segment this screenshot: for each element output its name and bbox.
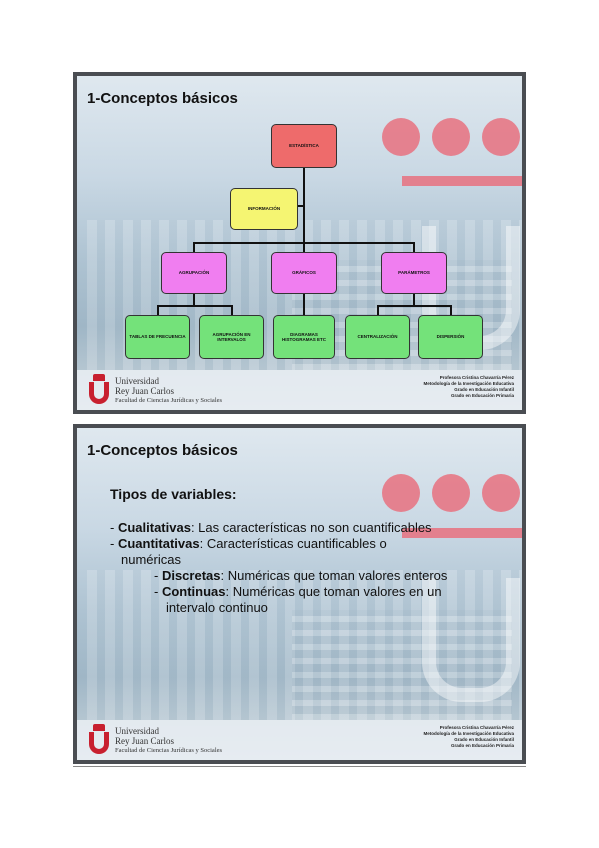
slide-footer: Universidad Rey Juan Carlos Facultad de … <box>77 720 522 760</box>
list-item: - Discretas: Numéricas que toman valores… <box>154 568 448 583</box>
urjc-dot-decoration <box>382 474 420 512</box>
urjc-bar-decoration <box>402 528 522 538</box>
urjc-dot-decoration <box>482 118 520 156</box>
connector-line <box>297 205 304 207</box>
connector-line <box>413 242 415 256</box>
slide-2: 1-Conceptos básicos Tipos de variables: … <box>73 424 526 764</box>
urjc-dot-decoration <box>432 118 470 156</box>
node-centralizacion: CENTRALIZACIÓN <box>345 315 410 359</box>
urjc-logo-icon <box>89 374 109 404</box>
node-estadistica: ESTADÍSTICA <box>271 124 337 168</box>
connector-line <box>157 305 232 307</box>
campus-building <box>292 610 512 720</box>
list-item: - Cuantitativas: Características cuantif… <box>110 536 387 551</box>
connector-line <box>303 162 305 242</box>
connector-line <box>413 292 415 306</box>
list-item: - Cualitativas: Las características no s… <box>110 520 432 535</box>
node-diagramas: DIAGRAMAS HISTOGRAMAS ETC <box>273 315 335 359</box>
urjc-dot-decoration <box>382 118 420 156</box>
node-graficos: GRÁFICOS <box>271 252 337 294</box>
connector-line <box>193 292 195 306</box>
node-agrupacion: AGRUPACIÓN <box>161 252 227 294</box>
slide-title: 1-Conceptos básicos <box>87 90 238 107</box>
connector-line <box>303 242 305 256</box>
urjc-logo-icon <box>89 724 109 754</box>
node-parametros: PARÁMETROS <box>381 252 447 294</box>
content-heading: Tipos de variables: <box>110 486 237 502</box>
list-item-continuation: intervalo continuo <box>166 600 268 615</box>
course-credits: Profesora Cristina Chavarría Pérez Metod… <box>423 725 514 748</box>
connector-line <box>157 305 159 315</box>
node-tablas-frecuencia: TABLAS DE FRECUENCIA <box>125 315 190 359</box>
watermark-u-icon <box>422 578 520 702</box>
urjc-dot-decoration <box>432 474 470 512</box>
urjc-dot-decoration <box>482 474 520 512</box>
list-item-continuation: numéricas <box>121 552 181 567</box>
connector-line <box>231 305 233 315</box>
page-divider <box>73 766 526 767</box>
list-item: - Continuas: Numéricas que toman valores… <box>154 584 442 599</box>
connector-line <box>303 292 305 315</box>
university-name: Universidad Rey Juan Carlos Facultad de … <box>115 726 223 754</box>
university-name: Universidad Rey Juan Carlos Facultad de … <box>115 376 223 404</box>
connector-line <box>193 242 195 256</box>
course-credits: Profesora Cristina Chavarría Pérez Metod… <box>423 375 514 398</box>
slide-title: 1-Conceptos básicos <box>87 442 238 459</box>
urjc-bar-decoration <box>402 176 522 186</box>
node-agrupacion-intervalos: AGRUPACIÓN EN INTERVALOS <box>199 315 264 359</box>
slide-1: 1-Conceptos básicos ESTADÍSTICA INFORMAC… <box>73 72 526 414</box>
slide-footer: Universidad Rey Juan Carlos Facultad de … <box>77 370 522 410</box>
connector-line <box>377 305 379 315</box>
connector-line <box>450 305 452 315</box>
node-informacion: INFORMACIÓN <box>230 188 298 230</box>
connector-line <box>377 305 452 307</box>
node-dispersion: DISPERSIÓN <box>418 315 483 359</box>
